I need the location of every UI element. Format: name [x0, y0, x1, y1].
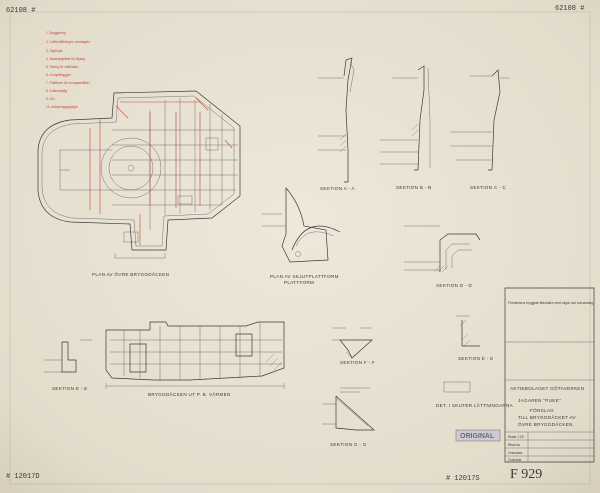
section-cc: SEKTION C - C [450, 69, 510, 190]
drawing-subject-line-2: ÖVRE BRYGGDÄCKEN [518, 421, 573, 427]
original-stamp: ORIGINAL [460, 433, 495, 440]
legend-item: 10. Avkylningsgrylighr [46, 105, 79, 109]
platform-plan-label-2: PLATTFORM [284, 280, 314, 285]
vessel-name: JAGAREN "PUKE" [518, 398, 561, 403]
legend-item: 2. Luftbehållningen omslagsbr. [46, 40, 91, 44]
section-ee: SEKTION E - E [456, 315, 494, 361]
corner-ref-top-left: 62108 # [6, 7, 35, 15]
section-cc-label: SEKTION C - C [470, 185, 506, 190]
section-ff: SEKTION F - F [332, 327, 375, 365]
legend-item: 1. Bryggering [46, 31, 66, 35]
section-ff-label: SEKTION F - F [340, 360, 375, 365]
title-block: Föreskrivna bryggtak tillsvidare med väg… [455, 287, 595, 482]
legend-item: 5. Rizing för rökfödsbr. [46, 65, 79, 69]
section-aa-label: SEKTION A - A [320, 186, 355, 191]
scale-row: Skala 1:25 [508, 435, 524, 439]
legend-item: 3. Styrhylla [46, 49, 62, 53]
legend-item: 7. Plattform för kompaskhåller [46, 81, 91, 85]
detail-view: DET. I SKUTER LÄTTNINGARNA [436, 381, 514, 408]
section-small-left-label: SEKTION E - E [52, 386, 88, 391]
scale-row: Godkänd [508, 458, 522, 462]
legend-item: 4. Bussningfäste för lilyssp. [46, 57, 86, 61]
drawing-subject-line-1: TILL BRYGGDÄCKET AV [518, 414, 577, 420]
section-dd: SEKTION D - D [404, 225, 481, 288]
section-ee-label: SEKTION E - E [458, 356, 494, 361]
section-small-left: SEKTION E - E [44, 339, 92, 391]
legend: 1. Bryggering 2. Luftbehållningen omslag… [46, 31, 91, 109]
drawing-type: FÖRSLAG [530, 407, 554, 413]
section-aa: SEKTION A - A [318, 57, 355, 191]
plan-view-title: PLAN AV ÖVRE BRYGGDÄCKEN [92, 271, 169, 277]
section-gg: SEKTION G - G [322, 387, 375, 447]
corner-ref-bottom-left: # 12017D [6, 473, 40, 481]
legend-item: 9. Ulu [46, 97, 55, 101]
original-stamp-box [455, 429, 501, 442]
section-gg-label: SEKTION G - G [330, 442, 367, 447]
corner-ref-bottom-center: # 12017S [446, 475, 480, 483]
scale-row: Ritad av [508, 443, 520, 447]
elevation-view: BRYGGDÄCKEN UT P. B. VÄRMEN [105, 321, 285, 397]
platform-plan-label: PLAN AV SKJUTPLATTFORM [270, 274, 339, 279]
drawing-number: F 929 [510, 467, 542, 482]
company-name: AKTIEBOLAGET GÖTAVERKEN [510, 385, 584, 391]
platform-plan: PLAN AV SKJUTPLATTFORM PLATTFORM [262, 187, 341, 285]
section-dd-label: SEKTION D - D [436, 283, 472, 288]
legend-item: 8. Kulbordslåg [46, 89, 67, 93]
section-bb: SEKTION B - B [380, 65, 432, 190]
title-block-note: Föreskrivna bryggtak tillsvidare med väg… [508, 301, 593, 305]
sheet-border [9, 11, 591, 485]
detail-label: DET. I SKUTER LÄTTNINGARNA [436, 402, 514, 408]
corner-ref-top-right: 62108 # [555, 5, 584, 13]
plan-view: PLAN AV ÖVRE BRYGGDÄCKEN [37, 90, 241, 277]
scale-row: Granskad [508, 451, 522, 455]
legend-item: 6. Kompilbrygger [46, 73, 72, 77]
section-bb-label: SEKTION B - B [396, 185, 432, 190]
elevation-view-label: BRYGGDÄCKEN UT P. B. VÄRMEN [148, 391, 231, 397]
